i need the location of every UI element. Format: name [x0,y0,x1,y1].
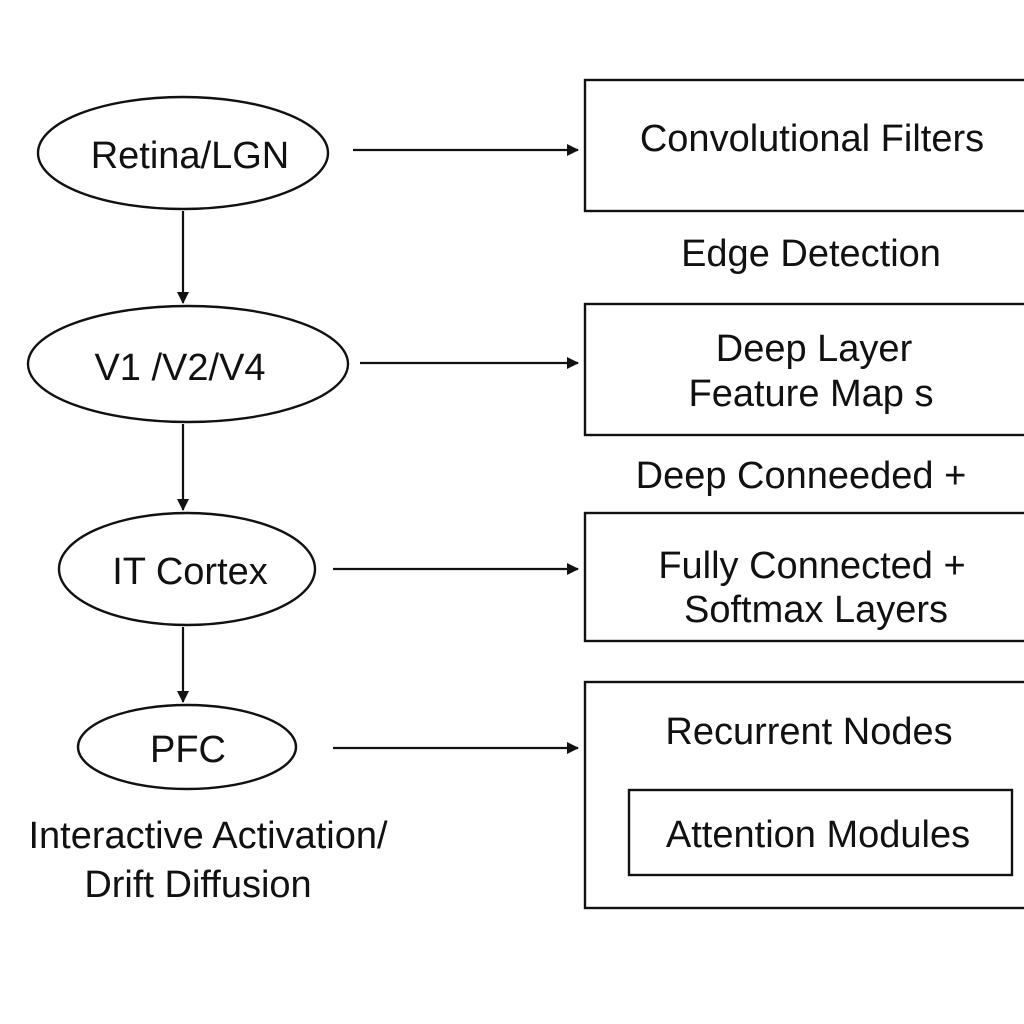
box-fully-connected-softmax: Fully Connected + Softmax Layers [583,511,1024,643]
box-recurrent-nodes: Recurrent Nodes Attention Modules [583,680,1024,910]
box-convolutional-filters-label: Convolutional Filters [640,118,984,160]
node-v1-v2-v4: V1 /V2/V4 [26,304,350,424]
deep-connected-label: Deep Conneeded + [636,455,967,497]
node-pfc: PFC [76,703,298,791]
box-deep-layer-label-line2: Feature Map s [689,373,934,415]
node-retina-lgn-label: Retina/LGN [91,135,290,177]
node-it-cortex: IT Cortex [57,511,317,627]
box-fully-connected-label-line1: Fully Connected + [658,545,965,587]
node-retina-lgn: Retina/LGN [36,95,330,211]
box-attention-modules: Attention Modules [627,788,1014,877]
pfc-caption-line2: Drift Diffusion [84,864,311,906]
box-deep-layer-label-line1: Deep Layer [716,328,913,370]
box-recurrent-nodes-label: Recurrent Nodes [665,711,952,753]
pfc-caption-line1: Interactive Activation/ [28,815,388,857]
node-pfc-label: PFC [150,729,226,771]
node-it-cortex-label: IT Cortex [112,551,268,593]
box-fully-connected-label-line2: Softmax Layers [684,589,948,631]
node-v1-v2-v4-label: V1 /V2/V4 [94,347,265,389]
edge-detection-label: Edge Detection [681,233,941,275]
box-convolutional-filters: Convolutional Filters [583,78,1024,213]
box-attention-modules-label: Attention Modules [666,814,970,856]
box-deep-layer-feature-maps: Deep Layer Feature Map s [583,302,1024,437]
